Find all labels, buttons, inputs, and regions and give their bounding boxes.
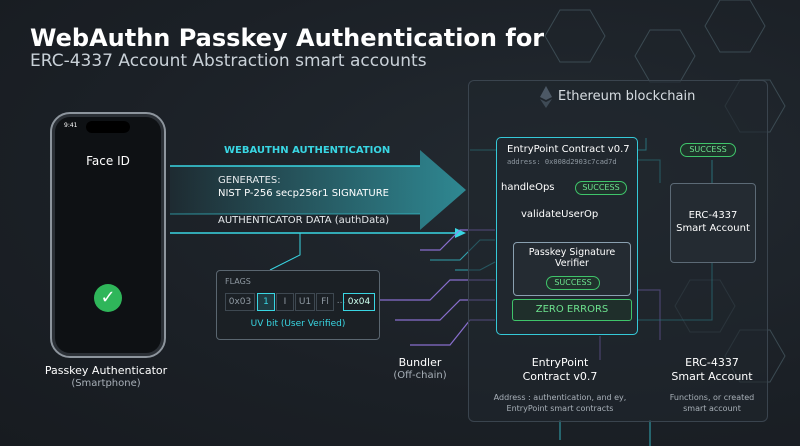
account-line2: Smart Account: [676, 223, 750, 234]
flag-cell: 0x03: [225, 293, 255, 311]
face-id-label: Face ID: [86, 154, 130, 168]
uv-bit-label: UV bit (User Verified): [250, 319, 346, 329]
entrypoint-bottom-line2: Contract v0.7: [522, 370, 598, 383]
account-bottom-line1: ERC-4337: [685, 356, 739, 369]
authenticator-label: Passkey Authenticator: [44, 364, 168, 377]
signature-label: NIST P-256 secp256r1 SIGNATURE: [218, 188, 389, 199]
passkey-verifier-box: Passkey Signature Verifier SUCCESS: [513, 242, 631, 296]
authdata-label: AUTHENTICATOR DATA (authData): [218, 215, 390, 226]
entrypoint-desc-line2: EntryPoint smart contracts: [506, 404, 614, 413]
phone-notch: [86, 121, 130, 133]
phone-time: 9:41: [64, 122, 78, 129]
flags-title: FLAGS: [225, 277, 251, 286]
account-desc-line1: Functions, or created: [669, 393, 755, 402]
smartphone: 9:41 Face ID ✓: [50, 112, 166, 358]
blockchain-title: Ethereum blockchain: [558, 89, 696, 104]
entrypoint-desc-line1: Address : authentication, and ey,: [493, 393, 627, 402]
flag-cell: ...: [336, 296, 346, 306]
flag-cell: U1: [295, 293, 315, 311]
account-desc-line2: smart account: [683, 404, 741, 413]
flow-heading: WEBAUTHN AUTHENTICATION: [224, 145, 391, 156]
bundler-label: Bundler: [398, 356, 442, 369]
bundler-sublabel: (Off-chain): [393, 370, 447, 381]
uv-flag-cell: 1: [257, 293, 275, 311]
verifier-line1: Passkey Signature: [528, 247, 616, 258]
flags-panel: FLAGS 0x03 1 I U1 Fl ... 0x04 UV bit (Us…: [216, 270, 380, 340]
verifier-line2: Verifier: [555, 258, 589, 269]
generates-label: GENERATES:: [218, 175, 281, 186]
entrypoint-address: address: 0x008d2903c7cad7d: [507, 158, 617, 166]
zero-errors-badge: ZERO ERRORS: [512, 299, 632, 321]
entrypoint-title: EntryPoint Contract v0.7: [507, 144, 630, 155]
smart-account-box: ERC-4337 Smart Account: [670, 183, 756, 263]
entrypoint-contract-box: EntryPoint Contract v0.7 address: 0x008d…: [496, 137, 638, 335]
handleops-success-badge: SUCCESS: [575, 181, 627, 195]
authenticator-sublabel: (Smartphone): [71, 378, 141, 389]
flag-cell: 0x04: [343, 293, 375, 311]
account-line1: ERC-4337: [688, 210, 738, 221]
verifier-success-badge: SUCCESS: [546, 276, 600, 290]
handleops-label: handleOps: [501, 182, 555, 193]
flag-cell: I: [276, 293, 294, 311]
account-success-badge: SUCCESS: [680, 143, 736, 157]
page-title: WebAuthn Passkey Authentication for: [30, 24, 545, 52]
entrypoint-bottom-line1: EntryPoint: [531, 356, 589, 369]
page-subtitle: ERC-4337 Account Abstraction smart accou…: [30, 51, 427, 71]
account-bottom-line2: Smart Account: [671, 370, 753, 383]
checkmark-icon: ✓: [94, 284, 122, 312]
flag-cell: Fl: [316, 293, 334, 311]
validateuserop-label: validateUserOp: [521, 209, 599, 220]
